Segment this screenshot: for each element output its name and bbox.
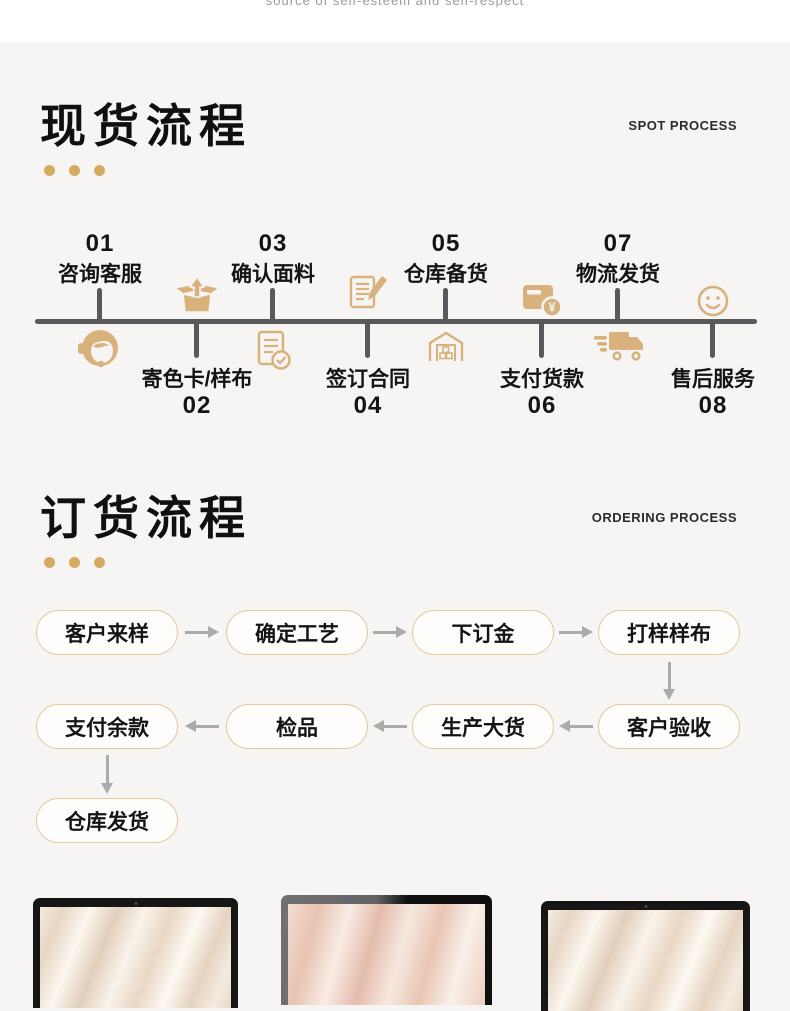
step-number: 02 [182,392,212,419]
monitor-silk-right [541,901,750,1011]
arrow-left-icon [559,720,593,733]
monitor-silk-left [33,898,238,1008]
top-white-strip [0,0,790,42]
gold-dots [44,557,105,568]
timeline-tick [270,288,275,322]
flow-step-pill: 客户验收 [598,704,740,749]
step-label: 物流发货 [576,263,660,286]
flow-step-pill: 确定工艺 [226,610,368,655]
step-number: 05 [431,230,461,257]
timeline-tick [365,322,370,358]
camera-dot-icon [385,898,388,902]
step-number: 08 [698,392,728,419]
step-number: 07 [603,230,633,257]
arrow-left-icon [185,720,219,733]
step-number: 01 [85,230,115,257]
svg-text:¥: ¥ [548,300,556,315]
flow-step-pill: 打样样布 [598,610,740,655]
flow-step-pill: 检品 [226,704,368,749]
flow-step-pill: 客户来样 [36,610,178,655]
smile-icon [696,284,730,318]
monitor-silk-center [281,895,492,1005]
silk-fabric-screen [40,907,231,1008]
box-icon [173,274,221,318]
timeline-tick [194,322,199,358]
customer-service-icon [76,327,124,373]
arrow-right-icon [373,626,407,639]
flow-step-pill: 生产大货 [412,704,554,749]
gold-dots [44,165,105,176]
timeline-tick [97,288,102,322]
step-number: 04 [353,392,383,419]
warehouse-icon [426,328,466,362]
step-label: 仓库备货 [404,263,488,286]
silk-fabric-screen [288,904,485,1005]
ordering-process-subtitle: ORDERING PROCESS [591,510,737,525]
arrow-right-icon [559,626,593,639]
step-label: 确认面料 [231,263,315,286]
arrow-right-icon [185,626,219,639]
step-label: 寄色卡/样布 [141,368,253,391]
timeline-tick [615,288,620,322]
step-label: 支付货款 [500,368,584,391]
step-label: 签订合同 [326,368,410,391]
flow-step-pill: 下订金 [412,610,554,655]
doc-pencil-icon [345,272,391,318]
arrow-down-icon [663,662,676,700]
step-label: 咨询客服 [58,263,142,286]
camera-dot-icon [644,904,647,908]
timeline-axis [35,319,757,324]
spot-process-title: 现货流程 [40,100,252,152]
timeline-tick [443,288,448,322]
arrow-down-icon [101,755,114,794]
truck-icon [594,329,646,363]
camera-dot-icon [134,901,137,905]
timeline-tick [710,322,715,358]
flow-step-pill: 仓库发货 [36,798,178,843]
step-number: 06 [527,392,557,419]
arrow-left-icon [373,720,407,733]
ordering-process-title: 订货流程 [40,492,252,544]
spot-process-subtitle: SPOT PROCESS [628,118,737,133]
step-label: 售后服务 [671,368,755,391]
top-caption-text: source of self-esteem and self-respect [265,0,525,8]
doc-check-icon [251,329,295,373]
step-number: 03 [258,230,288,257]
flow-step-pill: 支付余款 [36,704,178,749]
timeline-tick [539,322,544,358]
payment-icon: ¥ [521,281,563,319]
